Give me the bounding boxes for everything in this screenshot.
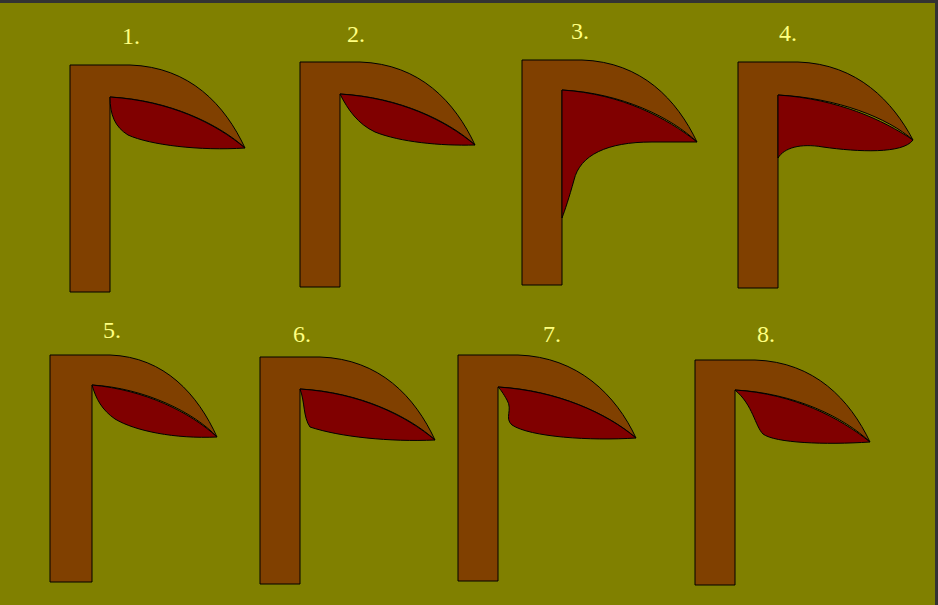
scythe-figure [695,360,870,585]
frame-edge [0,0,938,3]
callout-number: 7. [543,322,561,346]
callout-number: 5. [103,318,121,342]
scythe-figure [738,62,913,288]
scythe-figure [260,357,435,584]
scythe-figure [300,62,475,287]
scythe-figure [522,60,697,285]
callout-number: 3. [571,19,589,43]
scythe-figure [70,65,245,292]
scythe-figure [458,355,636,581]
scythe-figure [50,355,217,582]
callout-number: 4. [779,21,797,45]
callout-number: 6. [293,322,311,346]
callout-number: 1. [122,24,140,48]
frame-edge [935,0,938,605]
callout-number: 2. [347,22,365,46]
callout-number: 8. [757,322,775,346]
